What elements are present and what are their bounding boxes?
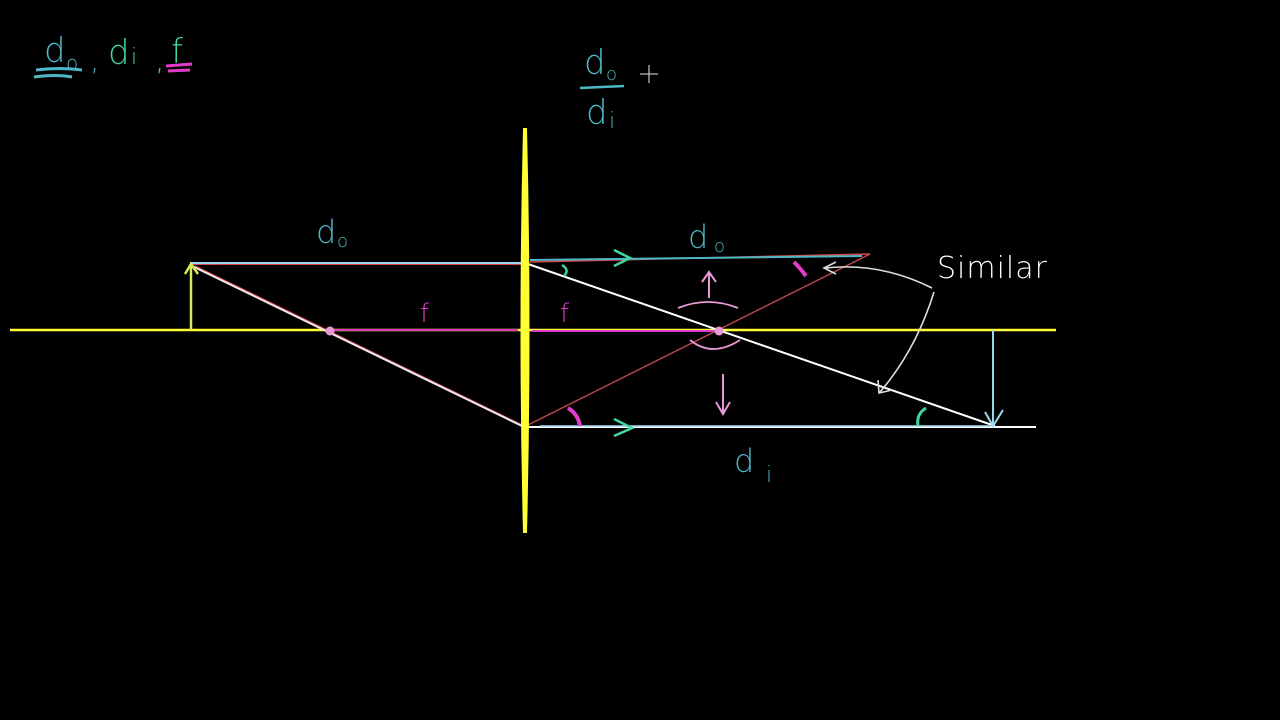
header-comma-2: , xyxy=(155,43,165,78)
fraction-numerator-letter: d xyxy=(584,43,606,83)
label-d-o-right-sub: o xyxy=(714,236,725,257)
label-d-i-letter: d xyxy=(734,442,754,480)
header-d-o-letter: d xyxy=(44,31,66,71)
label-f-right: f xyxy=(560,299,570,329)
header-comma-1: , xyxy=(90,43,100,78)
d-o-line-right xyxy=(529,255,863,261)
header-d-i-sub: i xyxy=(131,45,137,70)
label-d-i-sub: i xyxy=(766,463,772,488)
focal-point-right xyxy=(714,326,724,336)
vertical-angle-arc-top xyxy=(677,301,739,309)
label-d-o-right-letter: d xyxy=(688,218,708,256)
header-d-o-sub: o xyxy=(66,51,78,75)
angle-marker-green-top xyxy=(561,263,568,277)
down-arrow-icon xyxy=(715,374,731,416)
label-d-o-top-sub: o xyxy=(337,231,348,252)
fraction-denominator-letter: d xyxy=(586,93,608,133)
header-f-letter: f xyxy=(171,32,183,72)
similar-pointer-arrows xyxy=(822,261,935,394)
extended-ray-red xyxy=(527,253,871,426)
label-f-left: f xyxy=(420,299,430,329)
header-f-underline-2 xyxy=(167,68,191,73)
up-arrow-icon xyxy=(701,270,717,298)
header-d-o-underline-2 xyxy=(33,74,73,79)
focal-ray-incoming xyxy=(191,265,523,427)
fraction-bar xyxy=(579,84,625,90)
header-d-i-letter: d xyxy=(108,33,130,73)
angle-marker-green-bottom xyxy=(916,406,927,427)
header-f-underline-1 xyxy=(165,62,193,68)
label-similar: Similar xyxy=(937,251,1048,286)
focal-point-left xyxy=(325,326,335,336)
refracted-ray xyxy=(527,263,996,427)
lens xyxy=(520,127,530,534)
ratio-fraction: d o d i xyxy=(579,43,625,134)
header-d-o-underline-1 xyxy=(35,67,83,72)
header-variables: d o , d i , f xyxy=(33,31,193,79)
angle-marker-magenta-top xyxy=(792,260,808,278)
parallel-marker-top-icon xyxy=(613,248,633,268)
object-arrow xyxy=(183,261,200,330)
fraction-numerator-sub: o xyxy=(606,64,617,85)
image-arrow xyxy=(984,330,1004,428)
crosshair-cursor-icon xyxy=(640,65,658,83)
vertical-angle-arc-bottom xyxy=(689,339,741,350)
angle-marker-magenta-bottom xyxy=(566,406,582,427)
fraction-denominator-sub: i xyxy=(609,109,615,134)
label-d-o-top-letter: d xyxy=(316,213,336,251)
parallel-marker-bottom-icon xyxy=(613,417,635,438)
